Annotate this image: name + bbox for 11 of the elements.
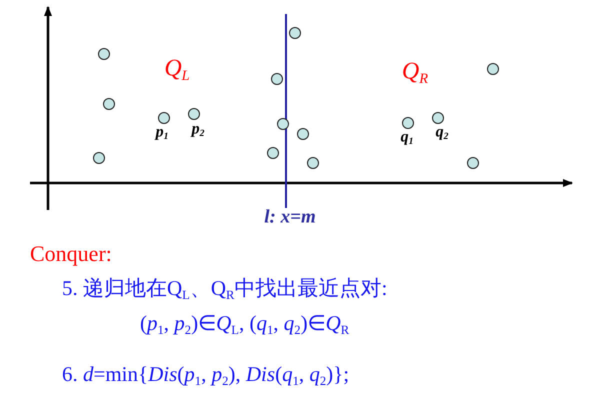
step-text: 5. 递归地在Q$_{L}$、Q$_{R}$中找出最近点对: [62,278,388,302]
line-label: l: x=m [264,208,316,226]
region-label: Q$_{R}$ [402,60,428,86]
point-label: q$_{1}$ [400,129,414,147]
point-label: q$_{2}$ [436,124,448,142]
region-label: Q$_{L}$ [164,56,190,84]
section-heading: Conquer: [30,243,112,265]
formula-text: (p$_{1}$, p$_{2}$)∈Q$_{L}$, (q$_{1}$, q$_{2}$)∈Q$_{R}$ [140,313,350,336]
formula-text: 6. d=min{Dis(p$_{1}$, p$_{2}$), Dis(q$_{1}$, q$_{2}$)}; [62,364,350,388]
point-label: p$_{1}$ [156,124,168,142]
point-label: p$_{2}$ [192,121,204,139]
